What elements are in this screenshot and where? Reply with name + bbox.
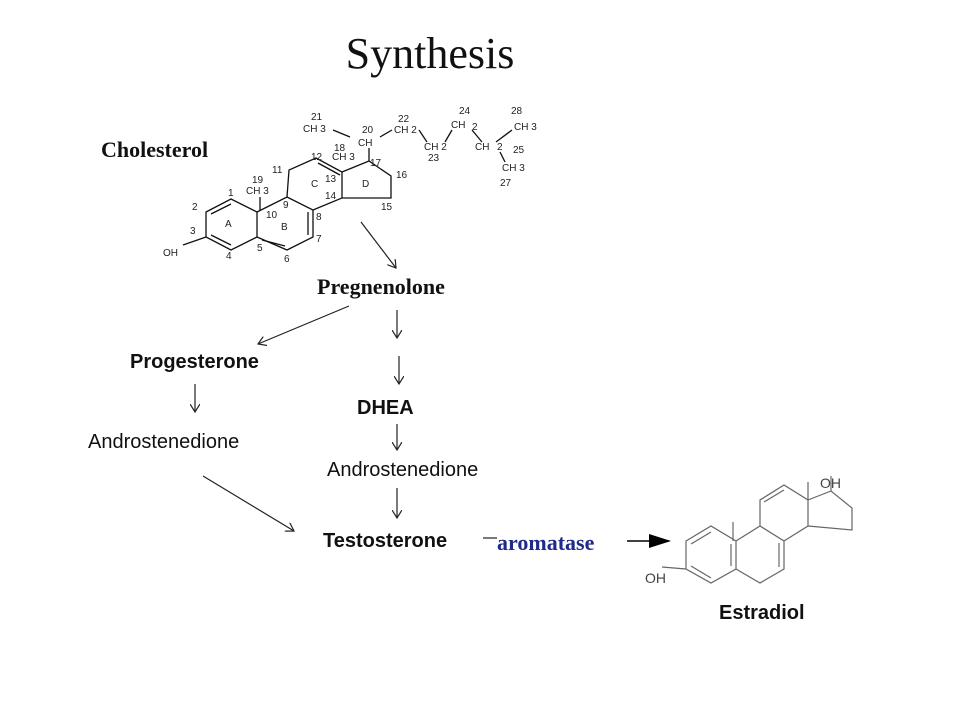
androstenedione-right-label: Androstenedione: [327, 459, 478, 481]
atom-number: 8: [316, 212, 322, 223]
group-label: CH 3: [303, 124, 326, 135]
atom-number: 13: [325, 174, 337, 185]
dhea-label: DHEA: [357, 397, 414, 419]
pregnenolone-label: Pregnenolone: [317, 274, 445, 299]
group-label: CH 3: [514, 122, 537, 133]
atom-number: 21: [311, 112, 323, 123]
slide-title: Synthesis: [346, 29, 515, 78]
atom-number: 28: [511, 106, 523, 117]
atom-number: 7: [316, 234, 322, 245]
estradiol-ring-d: [807, 490, 853, 531]
cholesterol-label: Cholesterol: [101, 137, 208, 162]
arrow-cholesterol-to-pregnenolone: [360, 221, 396, 268]
atom-number: 19: [252, 175, 264, 186]
atom-number: 4: [226, 251, 232, 262]
ring-label: A: [225, 219, 232, 230]
group-label: CH: [475, 142, 489, 153]
atom-number: 22: [398, 114, 410, 125]
ring-b: [256, 196, 314, 251]
group-label: CH 3: [502, 163, 525, 174]
atom-number: 10: [266, 210, 278, 221]
group-label: CH: [358, 138, 372, 149]
atom-number: 5: [257, 243, 263, 254]
atom-number: 6: [284, 254, 290, 265]
ring-label: B: [281, 222, 288, 233]
aromatase-label: aromatase: [497, 530, 595, 555]
arrow-pregnenolone-to-progesterone: [258, 305, 350, 344]
group-label: OH: [163, 248, 178, 259]
estradiol-structure: OH OH: [645, 475, 853, 586]
group-label: CH 3: [332, 152, 355, 163]
atom-number: 3: [190, 226, 196, 237]
estradiol-oh-top: OH: [820, 475, 841, 491]
group-label: CH: [451, 120, 465, 131]
androstenedione-left-label: Androstenedione: [88, 431, 239, 453]
atom-number: 2: [497, 142, 503, 153]
testosterone-label: Testosterone: [323, 530, 447, 552]
atom-number: 20: [362, 125, 374, 136]
group-label: CH 2: [424, 142, 447, 153]
atom-number: 24: [459, 106, 471, 117]
ring-d: [341, 160, 392, 199]
estradiol-label: Estradiol: [719, 602, 805, 624]
group-label: CH 2: [394, 125, 417, 136]
ring-label: D: [362, 179, 369, 190]
atom-number: 18: [334, 143, 346, 154]
group-label: CH 3: [246, 186, 269, 197]
estradiol-ring-b: [735, 525, 785, 584]
atom-number: 17: [370, 158, 382, 169]
atom-number: 2: [192, 202, 198, 213]
atom-number: 15: [381, 202, 393, 213]
cholesterol-structure: 1 2 3 4 5 6 7 8 9 10 11 12 13 14 15 16 1…: [163, 106, 537, 265]
atom-number: 2: [472, 122, 478, 133]
progesterone-label: Progesterone: [130, 351, 259, 373]
atom-number: 14: [325, 191, 337, 202]
atom-number: 16: [396, 170, 408, 181]
atom-number: 11: [272, 165, 283, 176]
atom-number: 23: [428, 153, 440, 164]
arrow-androstenedione-left-to-testosterone: [202, 475, 294, 531]
ring-label: C: [311, 179, 318, 190]
ring-c: [286, 157, 343, 211]
atom-number: 9: [283, 200, 289, 211]
atom-number: 25: [513, 145, 525, 156]
atom-number: 12: [311, 152, 323, 163]
atom-number: 27: [500, 178, 512, 189]
estradiol-ring-a: [685, 525, 737, 584]
estradiol-oh-left: OH: [645, 570, 666, 586]
estradiol-ring-c: [759, 484, 809, 542]
atom-number: 1: [228, 188, 234, 199]
